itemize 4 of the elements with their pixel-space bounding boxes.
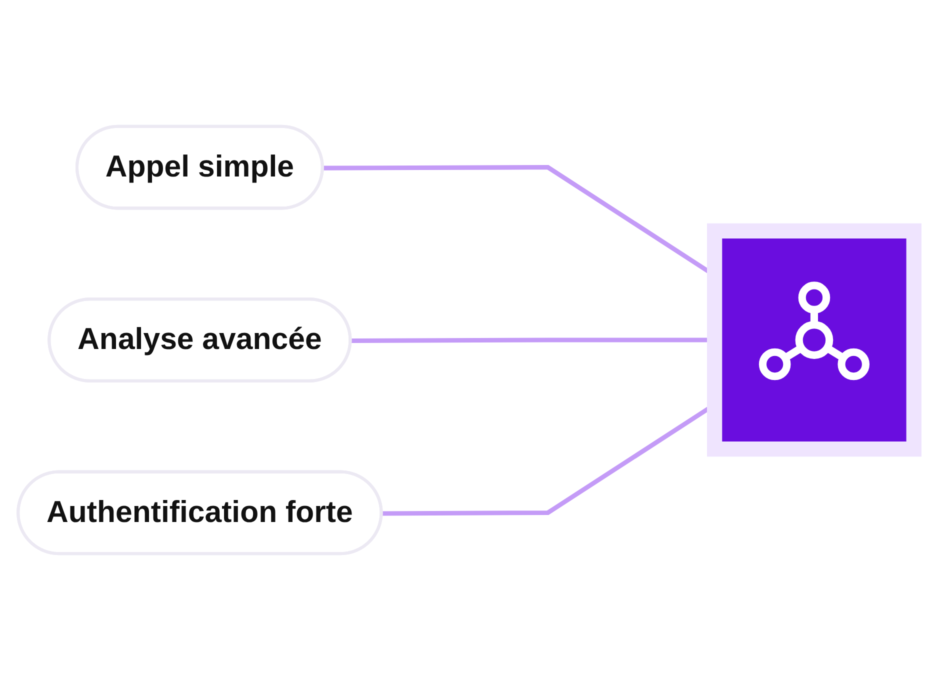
node-box xyxy=(706,223,922,457)
node-text: Appel simple xyxy=(105,150,294,184)
node-text: Authentification forte xyxy=(46,496,353,530)
node-text: Analyse avancée xyxy=(78,323,322,357)
